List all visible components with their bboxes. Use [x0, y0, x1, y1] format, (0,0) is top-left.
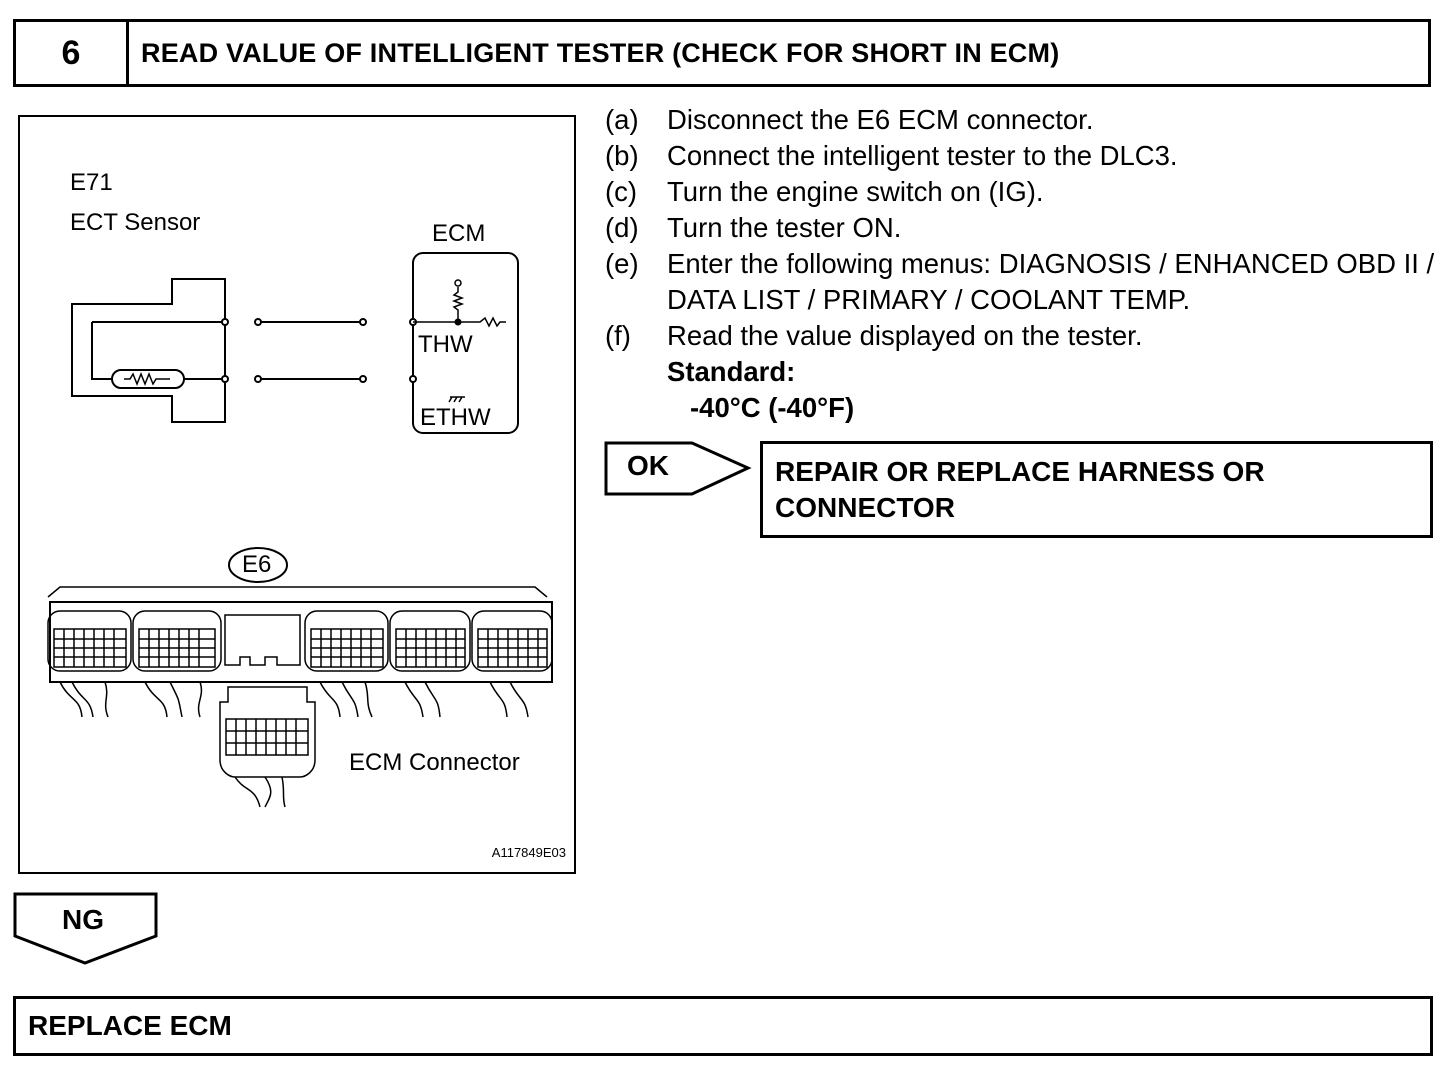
ect-sensor-body — [71, 278, 226, 423]
step-text: Read the value displayed on the tester. — [667, 320, 1143, 351]
step-text: Enter the following menus: DIAGNOSIS / E… — [667, 248, 1435, 315]
ground-icon — [448, 396, 465, 403]
wiring-diagram-svg — [47, 252, 553, 808]
step-text: Turn the engine switch on (IG). — [667, 176, 1044, 207]
figure-id: A117849E03 — [491, 845, 566, 860]
ect-sensor-inner-loop — [91, 321, 225, 380]
step-row: (e) Enter the following menus: DIAGNOSIS… — [605, 246, 1435, 318]
step-text: Turn the tester ON. — [667, 212, 902, 243]
ok-arrow-icon — [604, 441, 752, 496]
ng-result-box: REPLACE ECM — [13, 996, 1433, 1056]
ecm-box — [412, 252, 519, 434]
step-letter: (b) — [605, 140, 639, 171]
standard-value: -40°C (-40°F) — [690, 392, 855, 423]
connector-section-5 — [471, 610, 553, 718]
pin-ethw-label: ETHW — [420, 404, 491, 431]
connector-section-e6-empty — [224, 614, 301, 666]
ng-label: NG — [62, 904, 104, 935]
e6-code-circle — [228, 547, 288, 583]
step-letter: (c) — [605, 176, 638, 207]
step-row: (c) Turn the engine switch on (IG). — [605, 174, 1435, 210]
step-letter: (e) — [605, 248, 639, 279]
connector-section-4 — [389, 610, 471, 718]
step-letter: (a) — [605, 104, 639, 135]
step-header: 6 READ VALUE OF INTELLIGENT TESTER (CHEC… — [13, 19, 1431, 87]
step-row: (a) Disconnect the E6 ECM connector. — [605, 102, 1435, 138]
standard-label: Standard: — [667, 356, 796, 387]
procedure-steps: (a) Disconnect the E6 ECM connector. (b)… — [605, 102, 1435, 426]
step-letter: (d) — [605, 212, 639, 243]
step-row: (f) Read the value displayed on the test… — [605, 318, 1435, 354]
wiring-diagram-figure: E71 ECT Sensor ECM THW ETHW E6 ECM Conne… — [18, 115, 576, 874]
connector-section-2 — [132, 610, 222, 718]
step-row: (d) Turn the tester ON. — [605, 210, 1435, 246]
ecm-connector-outline — [49, 601, 553, 683]
sensor-name-label: ECT Sensor — [70, 209, 201, 236]
ok-label: OK — [627, 450, 669, 481]
ecm-label: ECM — [432, 220, 486, 247]
step-text: Disconnect the E6 ECM connector. — [667, 104, 1094, 135]
step-title: READ VALUE OF INTELLIGENT TESTER (CHECK … — [141, 37, 1060, 68]
step-number: 6 — [16, 22, 129, 84]
step-letter: (f) — [605, 320, 631, 351]
pin-thw-label: THW — [418, 331, 473, 358]
ok-result-box: REPAIR OR REPLACE HARNESS OR CONNECTOR — [760, 441, 1433, 538]
connector-section-3 — [304, 610, 389, 718]
thermistor-icon — [111, 369, 185, 389]
step-text: Connect the intelligent tester to the DL… — [667, 140, 1178, 171]
e6-plug — [219, 686, 316, 808]
step-row: (b) Connect the intelligent tester to th… — [605, 138, 1435, 174]
ng-arrow-icon — [13, 892, 158, 965]
connector-code-label: E6 — [242, 551, 272, 578]
connector-label: ECM Connector — [349, 749, 520, 776]
connector-section-1 — [47, 610, 132, 718]
sensor-code-label: E71 — [70, 169, 113, 196]
